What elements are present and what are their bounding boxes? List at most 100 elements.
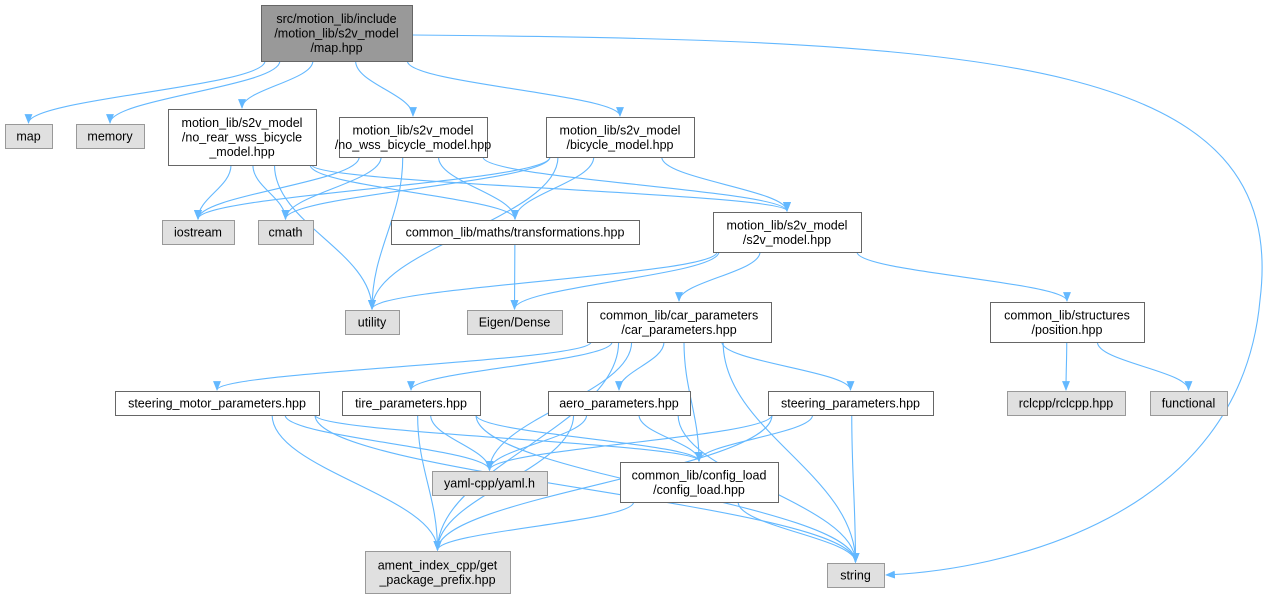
node-transformations[interactable]: common_lib/maths/transformations.hpp — [391, 220, 640, 245]
node-box — [1150, 391, 1228, 416]
node-box — [546, 117, 695, 158]
node-box — [391, 220, 640, 245]
edge-config_load-to-string — [737, 501, 860, 563]
edge-car_parameters-to-string — [722, 341, 860, 563]
edges — [24, 34, 1263, 579]
node-ament: ament_index_cpp/get_package_prefix.hpp — [365, 551, 511, 594]
node-box — [261, 5, 413, 62]
node-functional: functional — [1150, 391, 1228, 416]
edge-no_wss-to-utility — [368, 156, 404, 310]
edge-position-to-functional — [1096, 341, 1193, 391]
edge-s2v_model-to-position — [856, 251, 1071, 302]
edge-steering-to-ament — [433, 414, 773, 551]
node-label: iostream — [174, 226, 222, 240]
edge-steering-to-yaml — [485, 414, 773, 471]
edge-root-to-memory — [106, 60, 281, 124]
node-root[interactable]: src/motion_lib/include/motion_lib/s2v_mo… — [261, 5, 413, 62]
node-box — [587, 302, 772, 343]
node-label: common_lib/structures — [1004, 308, 1130, 322]
node-box — [339, 117, 488, 158]
edge-steering-to-string — [851, 414, 860, 563]
node-tire[interactable]: tire_parameters.hpp — [342, 391, 481, 416]
node-position[interactable]: common_lib/structures/position.hpp — [990, 302, 1145, 343]
edge-root-to-map — [24, 60, 266, 124]
node-label: steering_parameters.hpp — [781, 397, 920, 411]
node-label: _package_prefix.hpp — [378, 573, 495, 587]
node-box — [345, 310, 400, 335]
node-iostream: iostream — [162, 220, 235, 245]
edge-car_parameters-to-aero — [615, 341, 665, 391]
node-box — [365, 551, 511, 594]
node-label: string — [840, 569, 871, 583]
node-label: memory — [87, 130, 133, 144]
node-box — [258, 220, 314, 245]
node-label: _model.hpp — [208, 145, 274, 159]
node-no_wss[interactable]: motion_lib/s2v_model/no_wss_bicycle_mode… — [335, 117, 491, 158]
node-label: motion_lib/s2v_model — [182, 116, 303, 130]
node-label: src/motion_lib/include — [276, 12, 396, 26]
edge-s2v_model-to-car_parameters — [675, 251, 761, 302]
edge-root-to-bicycle — [406, 60, 624, 117]
node-label: common_lib/car_parameters — [600, 308, 758, 322]
node-label: ament_index_cpp/get — [378, 558, 498, 572]
edge-tire-to-config_load — [475, 414, 703, 462]
edge-root-to-no_wss — [355, 60, 417, 117]
node-bicycle[interactable]: motion_lib/s2v_model/bicycle_model.hpp — [546, 117, 695, 158]
edge-no_wss-to-iostream — [194, 156, 360, 220]
node-box — [620, 462, 779, 503]
edge-car_parameters-to-config_load — [683, 341, 703, 462]
node-label: /config_load.hpp — [653, 483, 745, 497]
edge-bicycle-to-cmath — [281, 156, 551, 220]
node-box — [342, 391, 481, 416]
edge-car_parameters-to-tire — [407, 341, 613, 391]
node-label: tire_parameters.hpp — [355, 397, 467, 411]
nodes: src/motion_lib/include/motion_lib/s2v_mo… — [5, 5, 1228, 594]
edge-steering_motor-to-string — [314, 414, 860, 563]
node-car_parameters[interactable]: common_lib/car_parameters/car_parameters… — [587, 302, 772, 343]
node-label: aero_parameters.hpp — [559, 397, 679, 411]
edge-tire-to-yaml — [430, 414, 494, 471]
node-box — [5, 124, 53, 149]
node-box — [1007, 391, 1126, 416]
node-label: map — [16, 130, 40, 144]
edge-steering_motor-to-yaml — [284, 414, 494, 471]
node-map: map — [5, 124, 53, 149]
node-label: utility — [358, 316, 387, 330]
node-box — [827, 563, 885, 588]
node-eigen: Eigen/Dense — [467, 310, 563, 335]
node-label: motion_lib/s2v_model — [727, 218, 848, 232]
node-label: /s2v_model.hpp — [743, 233, 831, 247]
edge-no_rear_wss-to-cmath — [252, 164, 290, 220]
node-label: functional — [1162, 397, 1216, 411]
edge-bicycle-to-transformations — [511, 156, 595, 220]
node-box — [76, 124, 145, 149]
node-label: rclcpp/rclcpp.hpp — [1019, 397, 1114, 411]
node-steering[interactable]: steering_parameters.hpp — [768, 391, 934, 416]
node-box — [768, 391, 934, 416]
node-label: motion_lib/s2v_model — [560, 123, 681, 137]
edge-no_rear_wss-to-s2v_model — [311, 164, 791, 212]
node-label: Eigen/Dense — [479, 316, 551, 330]
node-no_rear_wss[interactable]: motion_lib/s2v_model/no_rear_wss_bicycle… — [168, 109, 317, 166]
node-aero[interactable]: aero_parameters.hpp — [548, 391, 691, 416]
node-label: /position.hpp — [1032, 323, 1103, 337]
node-box — [713, 212, 862, 253]
edge-root-to-no_rear_wss — [238, 60, 314, 109]
node-memory: memory — [76, 124, 145, 149]
node-config_load[interactable]: common_lib/config_load/config_load.hpp — [620, 462, 779, 503]
edge-s2v_model-to-eigen — [510, 251, 720, 310]
node-box — [168, 109, 317, 166]
node-utility: utility — [345, 310, 400, 335]
node-cmath: cmath — [258, 220, 314, 245]
edge-root-to-string — [411, 34, 1263, 579]
edge-steering_motor-to-ament — [271, 414, 442, 551]
node-box — [990, 302, 1145, 343]
node-label: steering_motor_parameters.hpp — [128, 397, 306, 411]
node-box — [115, 391, 320, 416]
node-string: string — [827, 563, 885, 588]
edge-car_parameters-to-steering — [721, 341, 855, 391]
node-s2v_model[interactable]: motion_lib/s2v_model/s2v_model.hpp — [713, 212, 862, 253]
edge-bicycle-to-iostream — [194, 156, 551, 220]
node-steering_motor[interactable]: steering_motor_parameters.hpp — [115, 391, 320, 416]
